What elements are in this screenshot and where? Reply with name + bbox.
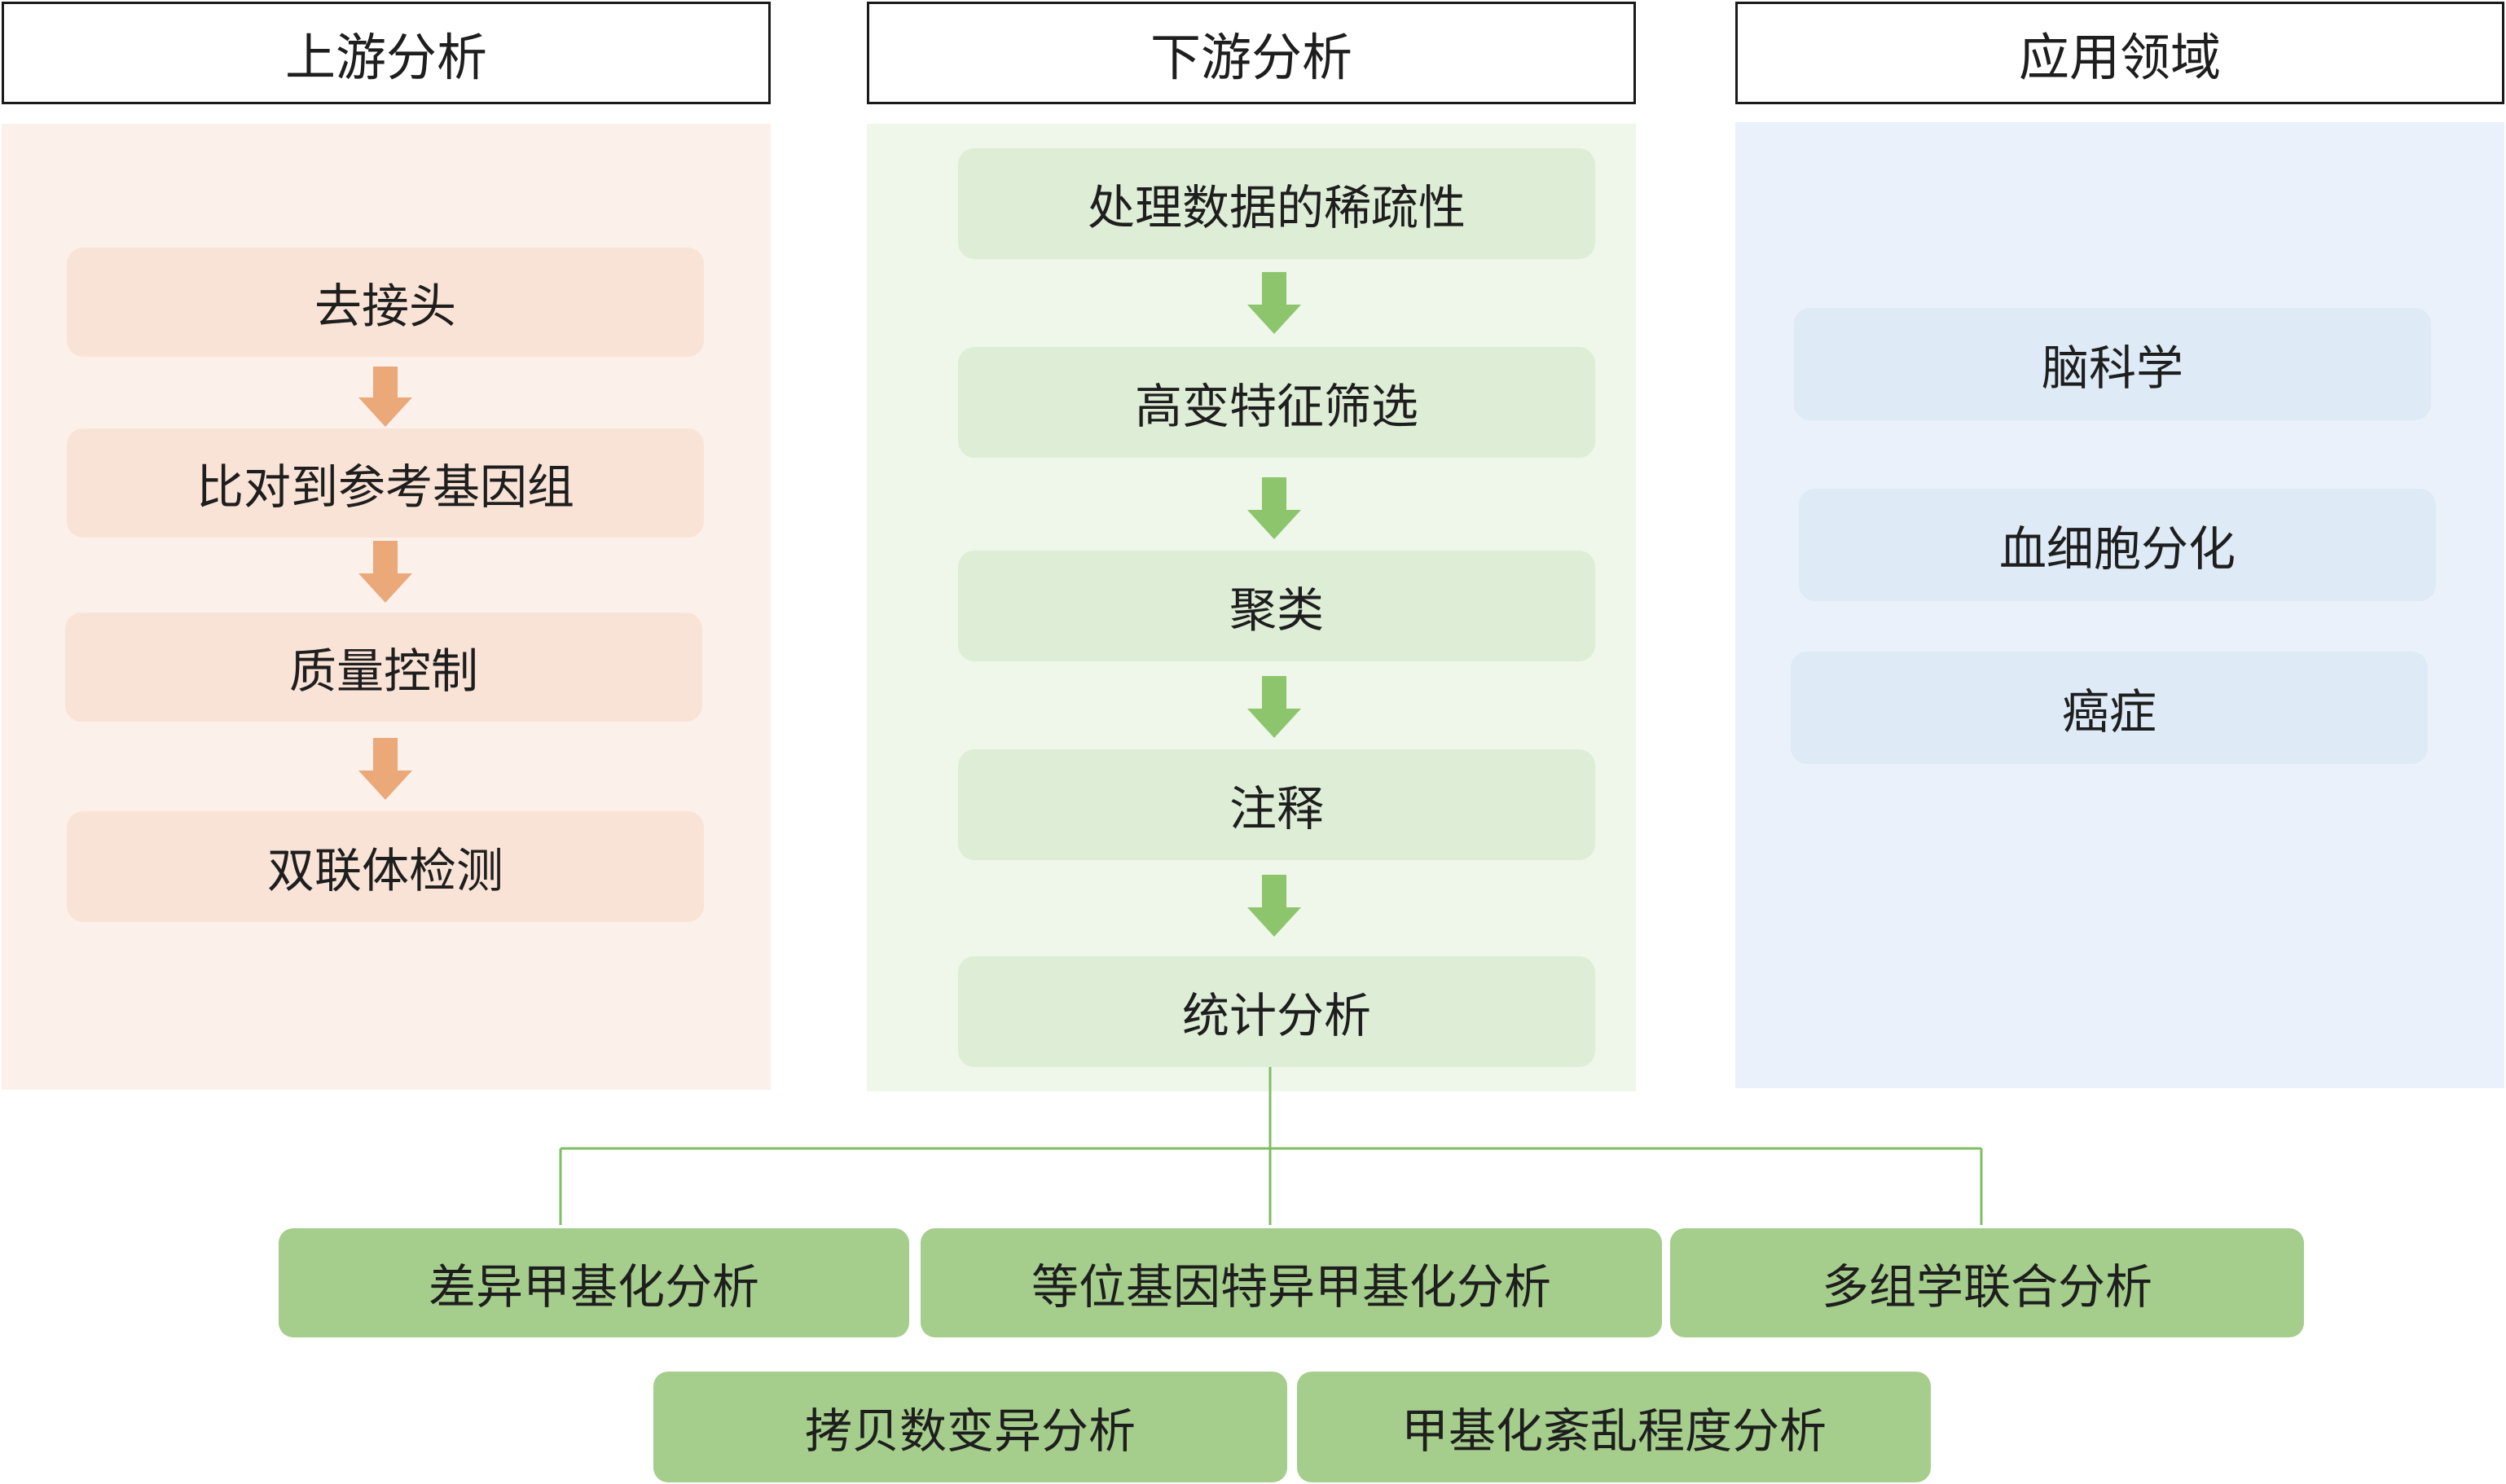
analysis-differential-methylation: 差异甲基化分析 bbox=[279, 1228, 909, 1337]
arrow-down-icon bbox=[1247, 875, 1301, 937]
analysis-methylation-disorder: 甲基化紊乱程度分析 bbox=[1297, 1372, 1931, 1482]
analysis-multi-omics: 多组学联合分析 bbox=[1670, 1228, 2304, 1337]
application-cancer: 癌症 bbox=[1791, 652, 2428, 764]
upstream-step-remove-adapter: 去接头 bbox=[67, 248, 704, 357]
downstream-step-statistics: 统计分析 bbox=[958, 956, 1595, 1067]
upstream-header: 上游分析 bbox=[2, 2, 771, 104]
arrow-down-icon bbox=[1247, 272, 1301, 334]
downstream-step-hvf-selection: 高变特征筛选 bbox=[958, 347, 1595, 458]
analysis-allele-specific-methylation: 等位基因特异甲基化分析 bbox=[921, 1228, 1662, 1337]
arrow-down-icon bbox=[358, 367, 412, 427]
downstream-header: 下游分析 bbox=[867, 2, 1636, 104]
arrow-down-icon bbox=[358, 541, 412, 603]
downstream-step-clustering: 聚类 bbox=[958, 551, 1595, 661]
applications-header: 应用领域 bbox=[1735, 2, 2504, 104]
bracket-connector bbox=[559, 1067, 1983, 1225]
upstream-step-quality-control: 质量控制 bbox=[65, 612, 702, 722]
upstream-arrows bbox=[358, 367, 412, 800]
downstream-step-sparsity: 处理数据的稀疏性 bbox=[958, 148, 1595, 259]
upstream-step-doublet-detection: 双联体检测 bbox=[67, 811, 704, 922]
application-blood-cell-differentiation: 血细胞分化 bbox=[1799, 489, 2436, 601]
downstream-arrows bbox=[1247, 272, 1301, 937]
application-brain-science: 脑科学 bbox=[1794, 308, 2431, 420]
applications-panel bbox=[1735, 122, 2504, 1088]
analysis-copy-number-variation: 拷贝数变异分析 bbox=[653, 1372, 1287, 1482]
arrow-down-icon bbox=[1247, 477, 1301, 539]
upstream-step-align-reference: 比对到参考基因组 bbox=[67, 428, 704, 538]
arrow-down-icon bbox=[358, 738, 412, 800]
downstream-step-annotation: 注释 bbox=[958, 749, 1595, 860]
arrow-down-icon bbox=[1247, 676, 1301, 738]
